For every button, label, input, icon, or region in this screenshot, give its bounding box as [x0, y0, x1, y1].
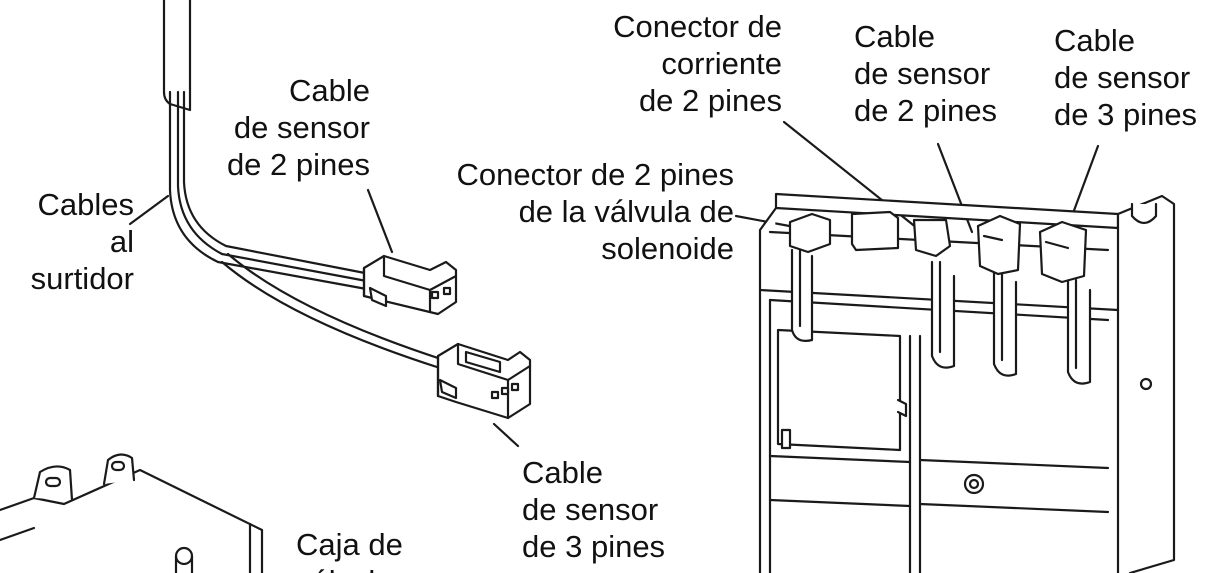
label-line: Conector de: [613, 9, 782, 44]
label-line: de 3 pines: [1054, 97, 1198, 132]
label-line: Cable: [289, 73, 370, 108]
label-line: Cable: [854, 19, 935, 54]
label-conector-corriente: Conector de corriente de 2 pines: [560, 8, 782, 119]
label-line: Conector de 2 pines: [456, 157, 734, 192]
label-line: de la válvula de: [518, 194, 734, 229]
label-line: solenoide: [601, 231, 734, 266]
three-pin-connector: [436, 342, 532, 420]
label-line: surtidor: [30, 261, 134, 296]
label-cable-sensor-3-pines-right: Cable de sensor de 3 pines: [1054, 22, 1224, 133]
label-line: Cable: [1054, 23, 1135, 58]
leader-cables-surtidor: [128, 194, 170, 226]
label-line: de 2 pines: [854, 93, 998, 128]
control-board: [758, 192, 1176, 573]
valve-box: [0, 453, 264, 573]
two-pin-connector: [362, 254, 458, 316]
label-line: Caja de: [296, 527, 403, 562]
label-line: de sensor: [522, 492, 659, 527]
label-line: Cables: [37, 187, 135, 222]
label-line: de sensor: [233, 110, 370, 145]
cable-bundle: [162, 0, 446, 370]
label-line: corriente: [661, 46, 782, 81]
label-line: de 2 pines: [638, 83, 782, 118]
label-line: de sensor: [854, 56, 991, 91]
leader-sensor3-left: [492, 422, 520, 448]
label-cable-sensor-2-pines-left: Cable de sensor de 2 pines: [180, 72, 370, 183]
leader-sensor2-left: [366, 188, 394, 254]
label-line: Cable: [522, 455, 603, 490]
label-line: de 2 pines: [226, 147, 370, 182]
label-cables-surtidor: Cables al surtidor: [10, 186, 134, 297]
label-line: de 3 pines: [522, 529, 666, 564]
label-cable-sensor-2-pines-right: Cable de sensor de 2 pines: [854, 18, 1034, 129]
label-line: de sensor: [1054, 60, 1191, 95]
label-line: al: [109, 224, 134, 259]
label-cable-sensor-3-pines-left: Cable de sensor de 3 pines: [522, 454, 722, 565]
label-line: válvula: [296, 563, 456, 573]
label-conector-valvula-solenoide: Conector de 2 pines de la válvula de sol…: [400, 156, 734, 267]
label-caja-valvula: Caja de válvula: [296, 526, 456, 573]
